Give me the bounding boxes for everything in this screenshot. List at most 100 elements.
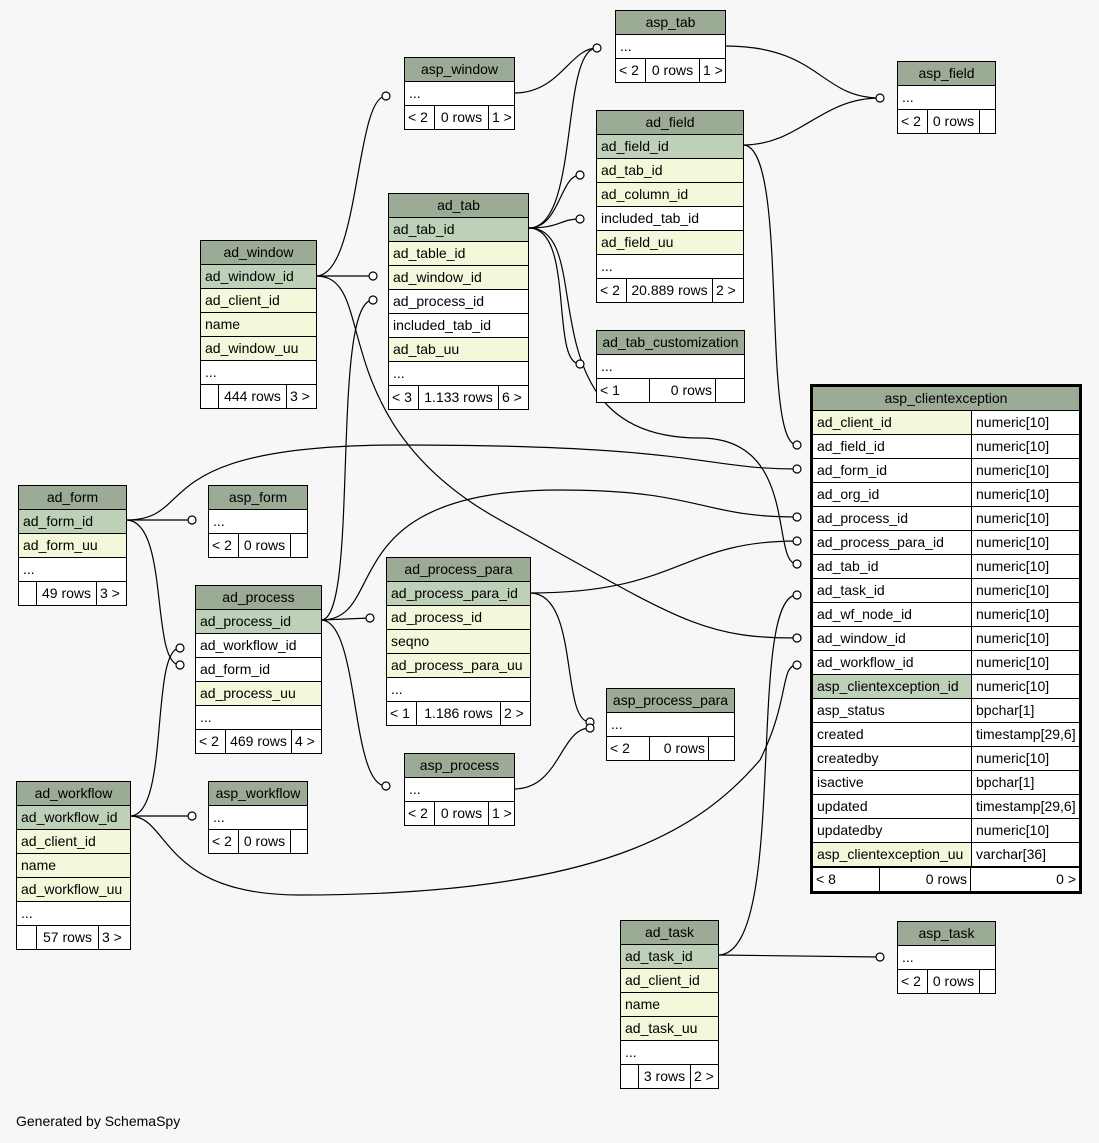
table-header: asp_clientexception (813, 387, 1079, 411)
table-header: ad_workflow (17, 782, 130, 806)
table-header: ad_tab (389, 194, 528, 218)
edge-task-ce (717, 594, 798, 956)
table-column: ... (209, 806, 307, 830)
table-column: ad_window_uu (201, 337, 316, 361)
table-column: ad_process_id (387, 606, 530, 630)
table-column: ad_process_uu (196, 682, 321, 706)
table-ad-form[interactable]: ad_form ad_form_id ad_form_uu ... 49 row… (18, 485, 127, 606)
table-column: ad_process_id (389, 290, 528, 314)
table-column: ad_tab_uu (389, 338, 528, 362)
edge-process-para (320, 617, 371, 621)
table-column: ad_window_id (201, 265, 316, 289)
table-column: ad_workflow_id (17, 806, 130, 830)
table-column: ad_tab_id (389, 218, 528, 242)
table-header: asp_process (405, 754, 514, 778)
table-header: ad_window (201, 241, 316, 265)
table-header: asp_task (898, 922, 995, 946)
table-header: ad_task (621, 921, 718, 945)
table-ad-task[interactable]: ad_task ad_task_id ad_client_id name ad_… (620, 920, 719, 1089)
table-header: asp_form (209, 486, 307, 510)
table-column: ... (597, 255, 743, 279)
table-ad-tab[interactable]: ad_tab ad_tab_id ad_table_id ad_window_i… (388, 193, 529, 410)
edge-workflow-ce (129, 664, 798, 896)
table-ad-workflow[interactable]: ad_workflow ad_workflow_id ad_client_id … (16, 781, 131, 950)
table-column: ... (616, 35, 725, 59)
table-column: ad_form_uu (19, 534, 126, 558)
table-column: ad_process_para_uu (387, 654, 530, 678)
edge-form-process (125, 519, 181, 666)
table-column: ad_field_uu (597, 231, 743, 255)
table-ad-field[interactable]: ad_field ad_field_id ad_tab_id ad_column… (596, 110, 744, 303)
edge-para-asp-para (529, 592, 591, 723)
table-column: ... (209, 510, 307, 534)
edge-process-asp-process (320, 619, 387, 787)
table-ad-process-para[interactable]: ad_process_para ad_process_para_id ad_pr… (386, 557, 531, 726)
table-column: ad_client_id (201, 289, 316, 313)
table-column: ad_form_id (196, 658, 321, 682)
edge-window-asp-window (315, 95, 387, 277)
edge-workflow-process (129, 647, 181, 817)
table-header: asp_workflow (209, 782, 307, 806)
table-column: ... (405, 778, 514, 802)
table-column: ... (201, 361, 316, 385)
edge-endpoint-markers (175, 43, 885, 962)
table-column: ad_client_id (621, 969, 718, 993)
table-ad-process[interactable]: ad_process ad_process_id ad_workflow_id … (195, 585, 322, 754)
table-column: ad_column_id (597, 183, 743, 207)
table-column: ... (387, 678, 530, 702)
table-column: ad_client_id (17, 830, 130, 854)
edge-task-asp-task (717, 954, 881, 958)
table-column: ad_form_id (19, 510, 126, 534)
table-column: ... (196, 706, 321, 730)
table-column: ... (898, 86, 995, 110)
edge-process-ce (320, 489, 798, 621)
edge-tab-field-1 (528, 174, 581, 229)
edge-tab-ce (528, 227, 798, 565)
table-header: asp_window (405, 58, 514, 82)
table-column: ... (389, 362, 528, 386)
table-column: name (201, 313, 316, 337)
table-column: ... (597, 355, 744, 379)
table-column: ... (17, 902, 130, 926)
edge-para-ce (529, 540, 798, 594)
table-column: ad_table_id (389, 242, 528, 266)
table-column: seqno (387, 630, 530, 654)
edge-ad-field-asp-field (742, 97, 881, 146)
table-column: ad_field_id (597, 135, 743, 159)
generated-by-credit: Generated by SchemaSpy (16, 1113, 181, 1129)
table-column: ad_task_uu (621, 1017, 718, 1041)
table-column: included_tab_id (597, 207, 743, 231)
table-column: ad_tab_id (597, 159, 743, 183)
table-ad-window[interactable]: ad_window ad_window_id ad_client_id name… (200, 240, 317, 409)
table-column: included_tab_id (389, 314, 528, 338)
table-column: ad_workflow_id (196, 634, 321, 658)
